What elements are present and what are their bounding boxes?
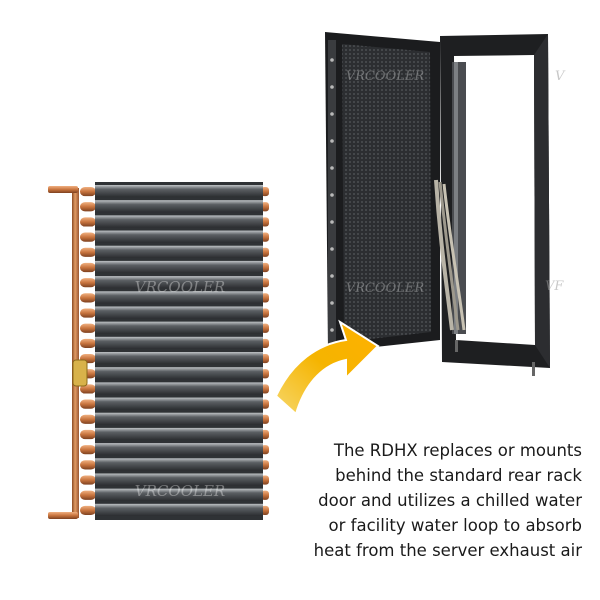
rack-foot-right [532, 362, 535, 376]
left-bend [80, 399, 96, 409]
left-bend [80, 475, 96, 485]
tube-row [95, 397, 263, 410]
left-bend [80, 232, 96, 242]
hinge-screw [330, 112, 334, 116]
tube-row [95, 321, 263, 334]
left-bend [80, 323, 96, 333]
hinge-screw [330, 193, 334, 197]
watermark-coil-1: VRCOOLER [135, 278, 225, 296]
caption-line-2: behind the standard rear rack [335, 466, 582, 485]
tube-row [95, 291, 263, 304]
caption-line-3: door and utilizes a chilled water [318, 491, 582, 510]
left-bend [80, 247, 96, 257]
left-bend [80, 308, 96, 318]
hinge-screw [330, 274, 334, 278]
copper-inlet-stub [48, 186, 78, 193]
tube-row [95, 306, 263, 319]
tube-row [95, 352, 263, 365]
left-bend [80, 384, 96, 394]
tube-row [95, 185, 263, 198]
left-bend [80, 202, 96, 212]
rack-door-assembly: V VF VRCOOLER VRCOOLER [325, 32, 566, 376]
curved-arrow [274, 319, 380, 416]
watermark-door-1: VRCOOLER [346, 69, 425, 84]
caption-line-5: heat from the server exhaust air [313, 541, 582, 560]
rdhx-door-perforated-panel [342, 44, 431, 342]
arrow-shape [274, 319, 380, 416]
left-bend [80, 262, 96, 273]
left-bend [80, 490, 96, 500]
valve-component [72, 359, 88, 387]
tube-row [95, 276, 263, 289]
rack-frame-side [534, 34, 550, 368]
left-bend [80, 429, 96, 440]
tube-row [95, 245, 263, 258]
tube-row [95, 412, 263, 425]
rack-foot-left [455, 340, 458, 352]
tube-row [95, 260, 263, 274]
copper-header-pipe [72, 188, 79, 518]
hose-2 [438, 181, 460, 331]
left-bend [80, 414, 96, 424]
tube-row [95, 336, 263, 349]
caption-text: The RDHX replaces or mounts behind the s… [282, 438, 582, 563]
coil-heat-exchanger: VRCOOLER VRCOOLER [48, 182, 269, 520]
tube-row [95, 200, 263, 213]
watermark-frame-2: VF [545, 279, 564, 294]
left-bend [80, 187, 96, 197]
left-bend [80, 338, 96, 348]
tube-row [95, 230, 263, 243]
tube-row [95, 382, 263, 395]
hinge-screw [330, 58, 334, 62]
tube-row [95, 367, 263, 380]
tube-row [95, 215, 263, 228]
hinge-screw [330, 139, 334, 143]
hinge-screw [330, 328, 334, 332]
watermark-frame-1: V [555, 69, 566, 84]
tube-row [95, 458, 263, 471]
watermark-door-2: VRCOOLER [346, 281, 425, 296]
hinge-screw [330, 301, 334, 305]
copper-outlet-stub [48, 512, 78, 519]
watermark-coil-2: VRCOOLER [135, 482, 225, 500]
left-bend [80, 293, 96, 303]
hinge-screw [330, 166, 334, 170]
tube-row [95, 488, 263, 501]
left-bend [80, 445, 96, 455]
left-return-bends [80, 187, 96, 515]
hinge-screws [330, 58, 334, 332]
tube-row [95, 503, 263, 516]
tube-row [95, 443, 263, 456]
left-bend [80, 217, 96, 227]
left-bend [80, 278, 96, 288]
hinge-screw [330, 85, 334, 89]
hinge-screw [330, 220, 334, 224]
tube-row [95, 427, 263, 441]
hinge-screw [330, 247, 334, 251]
manifold-highlight [454, 62, 458, 334]
left-bend [80, 505, 96, 515]
caption-line-1: The RDHX replaces or mounts [333, 441, 582, 460]
hose-3 [442, 183, 466, 331]
rack-frame: V VF [440, 34, 566, 376]
tube-rows [95, 185, 263, 516]
caption-line-4: or facility water loop to absorb [328, 516, 582, 535]
tube-row [95, 473, 263, 486]
left-bend [80, 460, 96, 470]
hose-1 [434, 179, 454, 331]
